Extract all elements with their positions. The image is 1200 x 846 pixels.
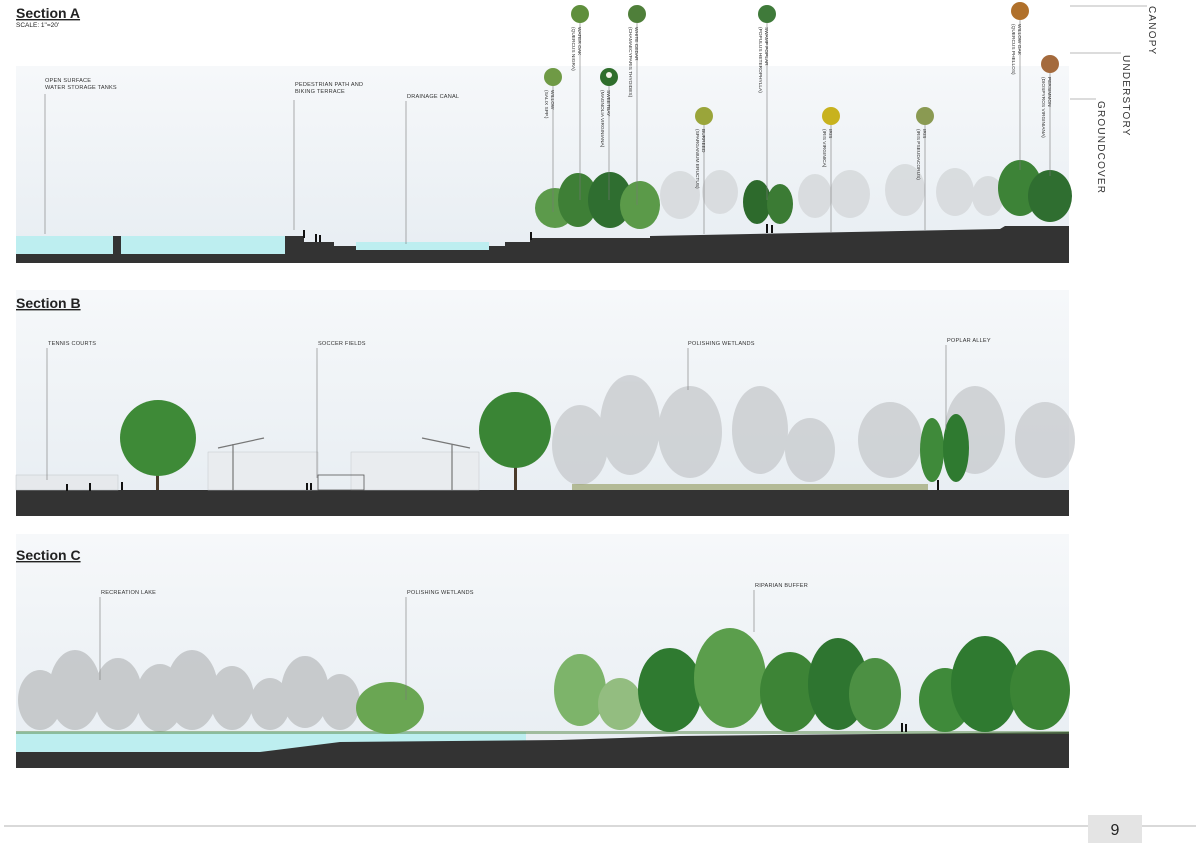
layer-understory: UNDERSTORY (1120, 55, 1131, 137)
section-c: Section C (16, 534, 1070, 768)
light-structures (217, 437, 471, 490)
label-recreation-lake: RECREATION LAKE (101, 590, 156, 596)
section-a-green-trees (535, 160, 1072, 229)
plant-persimmon: PERSIMMON(DIOSPYROS VIRGINIANA) (1040, 55, 1059, 176)
vegetation-layer-legend: CANOPY UNDERSTORY GROUNDCOVER (1070, 5, 1157, 194)
plant-swamp-poplar: SWAMP POPLAR(POPULUS HETEROPHYLLA) (757, 5, 776, 200)
section-b-people (66, 480, 939, 491)
plant-white-cedar: WHITE CEDAR(CHAMAECYPARIS THYOIDES) (627, 5, 646, 205)
svg-text:BURREED(SPARGANIUM ERUCTUS): BURREED(SPARGANIUM ERUCTUS) (694, 129, 706, 189)
drainage-canal-water (356, 242, 489, 252)
plant-water-oak: WATER OAK(QUERCUS NIGRA) (570, 5, 589, 200)
section-a-sky (16, 66, 1069, 262)
plant-willow: WILLOW(SALIX SPP.) (543, 68, 562, 212)
svg-text:PERSIMMON(DIOSPYROS VIRGINIANA: PERSIMMON(DIOSPYROS VIRGINIANA) (1040, 77, 1052, 138)
label-poplar-alley: POPLAR ALLEY (947, 338, 991, 344)
section-b: Section B (15, 290, 1075, 516)
section-b-ground (16, 490, 1069, 516)
section-c-green-trees (356, 628, 1070, 734)
label-polishing-wetlands-c: POLISHING WETLANDS (407, 590, 474, 596)
layer-groundcover: GROUNDCOVER (1095, 101, 1106, 194)
svg-text:WILLOW OAK(QUERCUS PHELLOS): WILLOW OAK(QUERCUS PHELLOS) (1010, 24, 1022, 75)
label-tennis-courts: TENNIS COURTS (48, 341, 96, 347)
section-a: Section A SCALE: 1"=20' (16, 2, 1157, 263)
svg-text:WATER OAK(QUERCUS NIGRA): WATER OAK(QUERCUS NIGRA) (570, 27, 582, 71)
svg-text:WILLOW(SALIX SPP.): WILLOW(SALIX SPP.) (543, 90, 555, 119)
section-b-background-trees (552, 375, 1075, 485)
section-c-groundcover (16, 731, 1069, 734)
svg-text:IRIS(IRIS PSEUDACORUS): IRIS(IRIS PSEUDACORUS) (915, 129, 927, 180)
section-a-background-trees (660, 164, 1004, 219)
soccer-fence-left (207, 451, 319, 491)
svg-text:SWAMP POPLAR(POPULUS HETEROPHY: SWAMP POPLAR(POPULUS HETEROPHYLLA) (757, 27, 769, 93)
label-polishing-wetlands-b: POLISHING WETLANDS (688, 341, 755, 347)
section-a-title: Section A (16, 5, 80, 21)
wetland-grasses (572, 484, 928, 490)
page-number-box (1088, 815, 1142, 843)
section-a-people (303, 224, 773, 242)
svg-text:WHITE CEDAR(CHAMAECYPARIS THYO: WHITE CEDAR(CHAMAECYPARIS THYOIDES) (627, 27, 639, 98)
svg-text:IRIS(IRIS VIRGINICA): IRIS(IRIS VIRGINICA) (821, 129, 833, 168)
section-c-people (901, 723, 907, 732)
water-tank-right (121, 236, 285, 254)
section-b-title: Section B (16, 295, 81, 311)
label-riparian-buffer: RIPARIAN BUFFER (755, 583, 808, 589)
layer-canopy: CANOPY (1146, 6, 1157, 55)
section-b-green-trees (120, 392, 969, 490)
plant-iris-virginica: IRIS(IRIS VIRGINICA) (821, 107, 840, 232)
plant-burreed: BURREED(SPARGANIUM ERUCTUS) (694, 107, 713, 234)
plant-iris-pseudacorus: IRIS(IRIS PSEUDACORUS) (915, 107, 934, 230)
page-number: 9 (1111, 822, 1120, 839)
water-tank-left (16, 236, 113, 254)
section-b-sky (16, 290, 1069, 516)
plant-sweetbay: SWEETBAY(MAGNOLIA VIRGINIANA) (599, 68, 618, 200)
section-c-ground (16, 732, 1069, 768)
label-soccer-fields: SOCCER FIELDS (318, 341, 366, 347)
label-drainage-canal: DRAINAGE CANAL (407, 94, 459, 100)
plant-legend: WILLOW(SALIX SPP.) WATER OAK(QUERCUS NIG… (543, 2, 1059, 234)
svg-text:SWEETBAY(MAGNOLIA VIRGINIANA): SWEETBAY(MAGNOLIA VIRGINIANA) (599, 90, 611, 148)
soccer-fence-right (350, 451, 480, 491)
section-c-title: Section C (16, 547, 81, 563)
section-a-scale: SCALE: 1"=20' (16, 22, 59, 29)
section-a-ground (16, 226, 1069, 263)
plant-willow-oak: WILLOW OAK(QUERCUS PHELLOS) (1010, 2, 1029, 170)
section-c-background-trees (18, 650, 360, 732)
soccer-goal (317, 474, 365, 491)
